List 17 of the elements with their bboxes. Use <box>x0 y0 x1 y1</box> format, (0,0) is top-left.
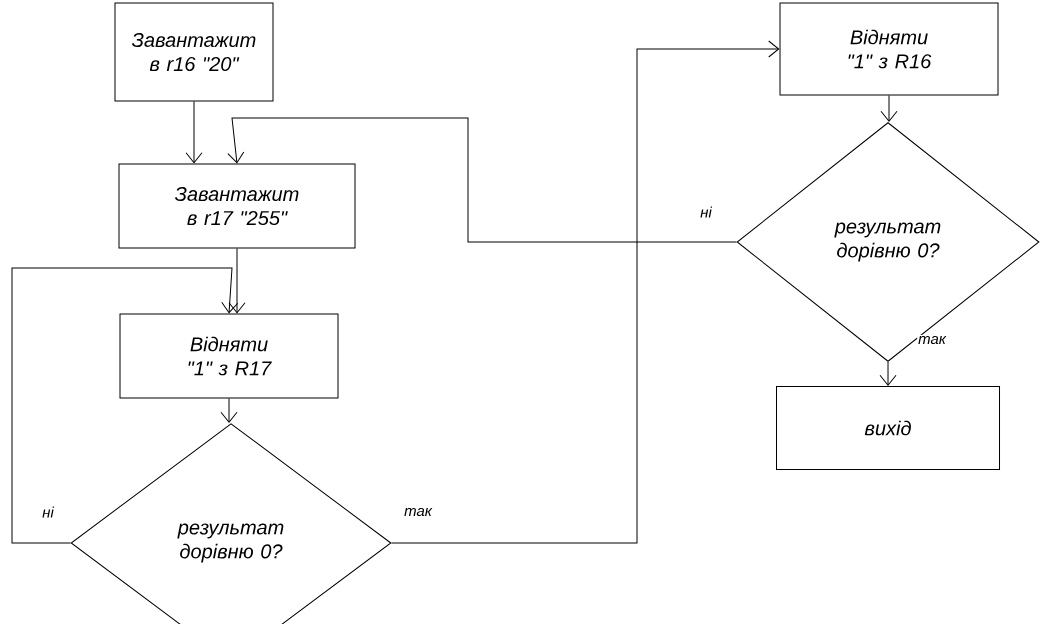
edge-label: так <box>917 334 947 346</box>
process-box: Завантажит в r16 "20" <box>114 2 274 102</box>
process-box: Завантажит в r17 "255" <box>118 163 356 249</box>
arrow <box>11 267 239 544</box>
arrow <box>880 95 898 122</box>
arrow <box>185 101 203 164</box>
edge-label: ні <box>699 205 713 219</box>
arrow <box>228 248 246 314</box>
process-box: Відняти "1" з R16 <box>779 2 999 96</box>
process-box: Відняти "1" з R17 <box>119 313 339 399</box>
arrow <box>391 40 780 544</box>
edge-label: ні <box>41 505 55 519</box>
arrow <box>879 361 897 386</box>
process-box: вихід <box>776 386 1000 470</box>
arrow <box>220 398 238 423</box>
arrow <box>227 117 737 243</box>
edge-label: так <box>403 506 433 518</box>
